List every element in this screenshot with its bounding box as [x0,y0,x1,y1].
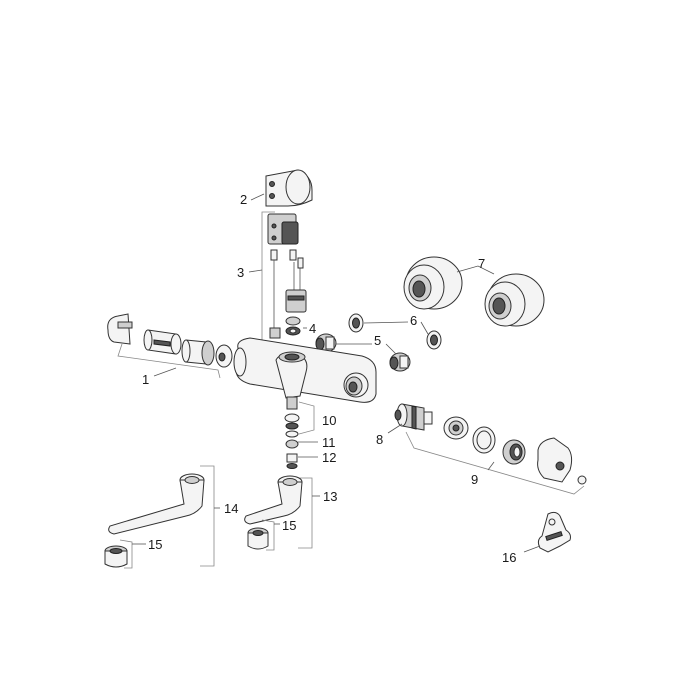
part-14-long-spout [108,473,205,535]
label-8: 8 [376,432,383,447]
part-10-12-stack [284,396,300,469]
part-9-right-handle-assembly [443,416,587,485]
part-3-electronic-module [267,213,307,339]
label-16: 16 [502,550,516,565]
label-15-right: 15 [282,518,296,533]
part-8-thermostatic-cartridge [394,403,433,431]
part-6-seal-right [426,330,442,350]
label-15-left: 15 [148,537,162,552]
label-1: 1 [142,372,149,387]
part-2-cap [265,169,313,207]
label-14: 14 [224,501,238,516]
label-5: 5 [374,333,381,348]
thermostat-body [233,337,377,403]
label-3: 3 [237,265,244,280]
label-4: 4 [309,321,316,336]
part-7-connector-left [403,256,463,310]
part-4-washer [285,316,301,336]
part-1-left-handle-assembly [107,313,233,368]
label-11: 11 [322,435,336,450]
label-13: 13 [323,489,337,504]
part-7-connector-right [484,273,545,327]
label-7: 7 [478,256,485,271]
label-2: 2 [240,192,247,207]
part-15-aerator-right [247,527,269,550]
part-13-short-spout [244,475,303,525]
label-10: 10 [322,413,336,428]
part-15-aerator-left [104,545,128,568]
part-5-check-valve-right [389,352,411,372]
label-12: 12 [322,450,336,465]
part-6-seal-left [348,313,364,333]
label-9: 9 [471,472,478,487]
part-16-service-key [537,511,571,553]
label-6: 6 [410,313,417,328]
